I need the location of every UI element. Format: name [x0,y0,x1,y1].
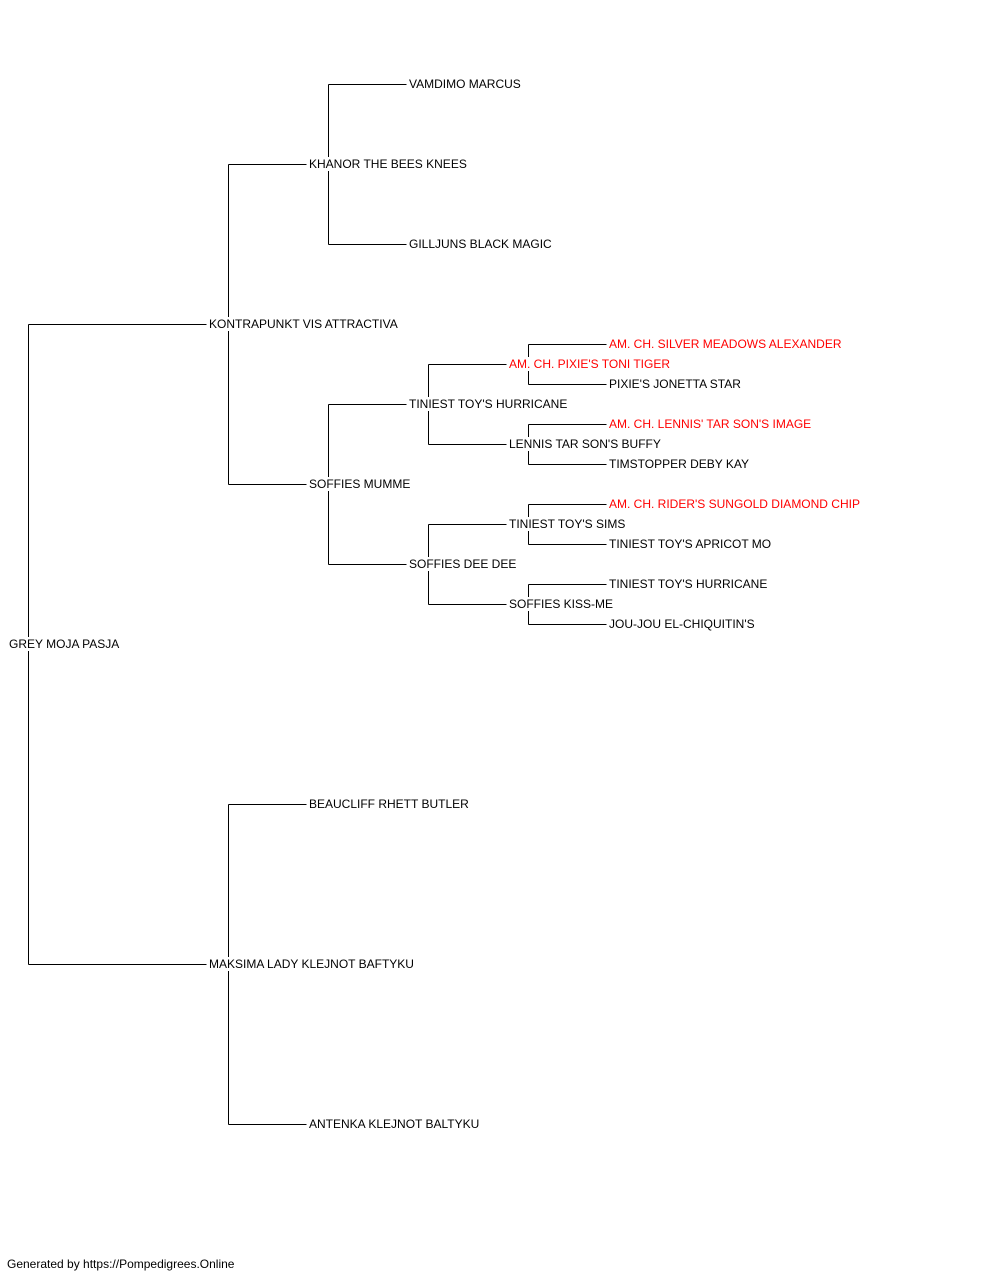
pedigree-node-am-ch-rider-s-sungold-diamond-chip[interactable]: AM. CH. RIDER'S SUNGOLD DIAMOND CHIP [608,497,861,511]
footer-credit[interactable]: Generated by https://Pompedigrees.Online [7,1257,235,1271]
pedigree-node-jou-jou-el-chiquitin-s[interactable]: JOU-JOU EL-CHIQUITIN'S [608,617,756,631]
pedigree-node-gilljuns-black-magic[interactable]: GILLJUNS BLACK MAGIC [408,237,553,251]
pedigree-node-am-ch-pixie-s-toni-tiger[interactable]: AM. CH. PIXIE'S TONI TIGER [508,357,671,371]
pedigree-node-tiniest-toy-s-hurricane[interactable]: TINIEST TOY'S HURRICANE [608,577,769,591]
pedigree-node-antenka-klejnot-baltyku[interactable]: ANTENKA KLEJNOT BALTYKU [308,1117,481,1131]
pedigree-node-am-ch-silver-meadows-alexander[interactable]: AM. CH. SILVER MEADOWS ALEXANDER [608,337,843,351]
pedigree-node-pixie-s-jonetta-star[interactable]: PIXIE'S JONETTA STAR [608,377,742,391]
pedigree-node-soffies-dee-dee[interactable]: SOFFIES DEE DEE [408,557,518,571]
pedigree-node-lennis-tar-son-s-buffy[interactable]: LENNIS TAR SON'S BUFFY [508,437,662,451]
pedigree-node-am-ch-lennis-tar-son-s-image[interactable]: AM. CH. LENNIS' TAR SON'S IMAGE [608,417,813,431]
pedigree-node-grey-moja-pasja[interactable]: GREY MOJA PASJA [8,637,121,651]
pedigree-node-tiniest-toy-s-hurricane[interactable]: TINIEST TOY'S HURRICANE [408,397,569,411]
pedigree-node-beaucliff-rhett-butler[interactable]: BEAUCLIFF RHETT BUTLER [308,797,470,811]
pedigree-node-kontrapunkt-vis-attractiva[interactable]: KONTRAPUNKT VIS ATTRACTIVA [208,317,399,331]
pedigree-node-maksima-lady-klejnot-baftyku[interactable]: MAKSIMA LADY KLEJNOT BAFTYKU [208,957,415,971]
pedigree-node-vamdimo-marcus[interactable]: VAMDIMO MARCUS [408,77,522,91]
pedigree-node-tiniest-toy-s-sims[interactable]: TINIEST TOY'S SIMS [508,517,627,531]
pedigree-node-khanor-the-bees-knees[interactable]: KHANOR THE BEES KNEES [308,157,468,171]
pedigree-node-tiniest-toy-s-apricot-mo[interactable]: TINIEST TOY'S APRICOT MO [608,537,773,551]
pedigree-node-soffies-kiss-me[interactable]: SOFFIES KISS-ME [508,597,615,611]
pedigree-node-soffies-mumme[interactable]: SOFFIES MUMME [308,477,412,491]
pedigree-node-timstopper-deby-kay[interactable]: TIMSTOPPER DEBY KAY [608,457,751,471]
